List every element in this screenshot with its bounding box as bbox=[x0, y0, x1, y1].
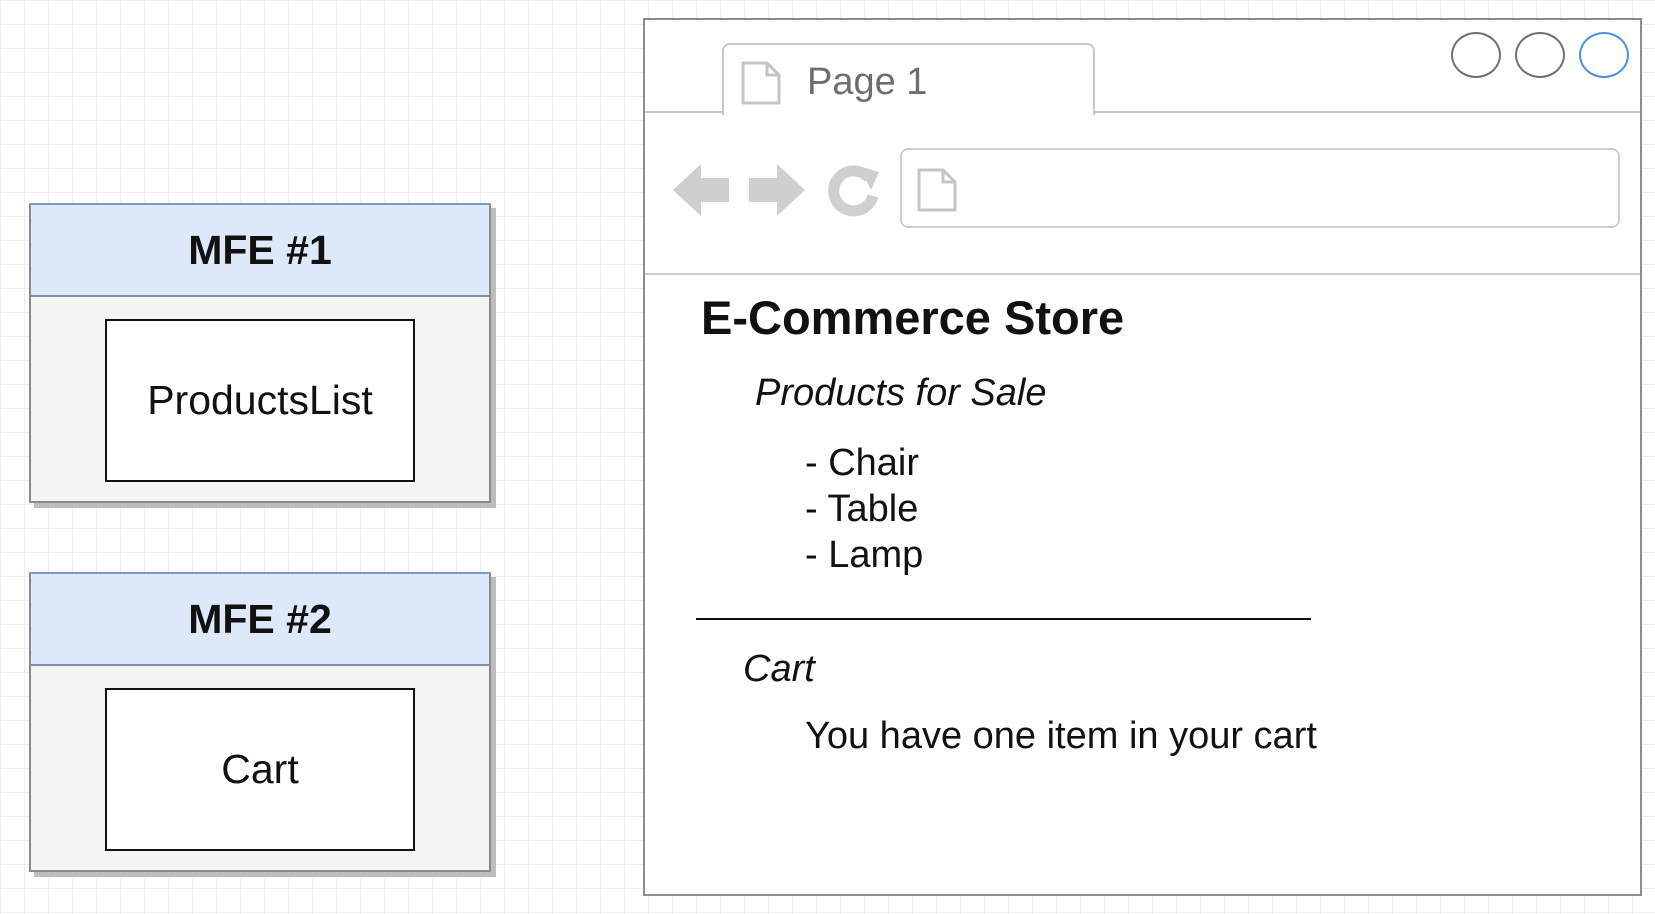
product-list: - Chair - Table - Lamp bbox=[805, 440, 923, 578]
forward-arrow-icon[interactable] bbox=[747, 162, 807, 223]
section-divider bbox=[696, 618, 1311, 620]
tab-title: Page 1 bbox=[807, 61, 928, 103]
list-item: - Lamp bbox=[805, 534, 924, 576]
list-item: - Table bbox=[805, 488, 919, 530]
page-icon bbox=[917, 168, 957, 217]
window-control-button[interactable] bbox=[1451, 32, 1501, 78]
reload-icon[interactable] bbox=[825, 162, 881, 223]
mfe-header: MFE #1 bbox=[31, 205, 489, 297]
page-icon bbox=[741, 61, 781, 110]
address-bar[interactable] bbox=[900, 148, 1620, 228]
list-item: - Chair bbox=[805, 442, 920, 484]
window-control-button[interactable] bbox=[1515, 32, 1565, 78]
products-heading: Products for Sale bbox=[755, 372, 1047, 414]
browser-tab[interactable]: Page 1 bbox=[722, 43, 1095, 115]
toolbar-divider bbox=[645, 273, 1640, 275]
cart-heading: Cart bbox=[743, 648, 815, 690]
page-title: E-Commerce Store bbox=[701, 291, 1125, 344]
back-arrow-icon[interactable] bbox=[671, 162, 731, 223]
cart-message: You have one item in your cart bbox=[805, 715, 1317, 757]
component-box-cart: Cart bbox=[105, 688, 415, 851]
window-control-button[interactable] bbox=[1579, 32, 1629, 78]
browser-window: Page 1 E-Commerce Store Products for Sal… bbox=[643, 18, 1642, 896]
mfe-box-2: MFE #2 Cart bbox=[29, 572, 491, 872]
tab-strip-divider bbox=[645, 111, 1640, 113]
mfe-header: MFE #2 bbox=[31, 574, 489, 666]
mfe-box-1: MFE #1 ProductsList bbox=[29, 203, 491, 503]
component-box-products-list: ProductsList bbox=[105, 319, 415, 482]
